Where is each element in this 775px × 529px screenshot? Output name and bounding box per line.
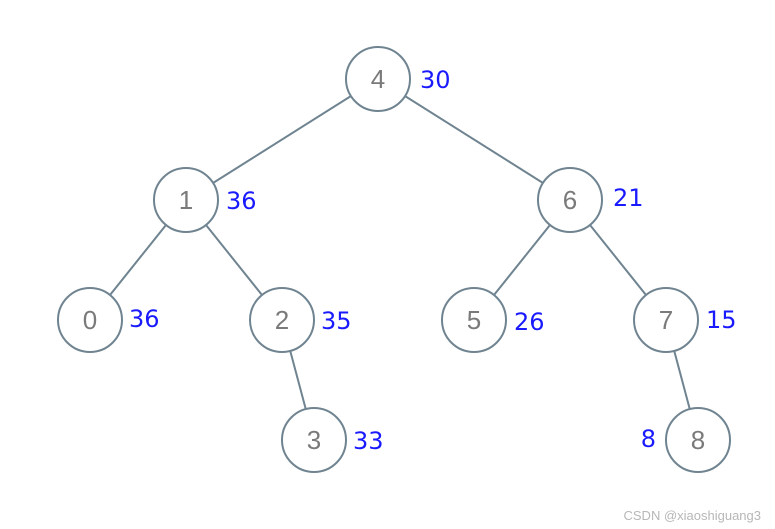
- tree-node-3: 3 33: [281, 407, 384, 473]
- tree-node-5: 5 26: [441, 287, 545, 353]
- node-circle: [633, 287, 699, 353]
- edge-4-1: [185, 78, 379, 201]
- node-circle: [153, 167, 219, 233]
- nodes-layer: 4 30 1 36 6 21 0 36 2 35: [57, 46, 737, 473]
- node-key: 0: [83, 305, 97, 335]
- tree-node-0: 0 36: [57, 287, 160, 353]
- tree-node-4: 4 30: [345, 46, 451, 112]
- node-value: 33: [353, 427, 384, 455]
- node-key: 8: [691, 425, 705, 455]
- node-circle: [665, 407, 731, 473]
- watermark: CSDN @xiaoshiguang3: [623, 508, 762, 523]
- node-value: 36: [129, 305, 160, 333]
- edge-4-6: [377, 78, 571, 201]
- node-value: 15: [706, 306, 737, 334]
- tree-node-1: 1 36: [153, 167, 257, 233]
- tree-node-8: 8 8: [641, 407, 731, 473]
- tree-node-7: 7 15: [633, 287, 737, 353]
- node-key: 5: [467, 305, 481, 335]
- tree-node-2: 2 35: [249, 287, 352, 353]
- node-circle: [345, 46, 411, 112]
- node-key: 1: [179, 185, 193, 215]
- edges-layer: [89, 78, 699, 441]
- node-value: 8: [641, 425, 656, 453]
- node-value: 26: [514, 308, 545, 336]
- tree-node-6: 6 21: [537, 167, 644, 233]
- node-circle: [57, 287, 123, 353]
- node-circle: [249, 287, 315, 353]
- node-key: 2: [275, 305, 289, 335]
- node-value: 35: [321, 307, 352, 335]
- node-circle: [441, 287, 507, 353]
- node-key: 7: [659, 305, 673, 335]
- node-key: 3: [307, 425, 321, 455]
- node-circle: [281, 407, 347, 473]
- node-value: 30: [420, 66, 451, 94]
- node-value: 36: [226, 187, 257, 215]
- node-key: 4: [371, 64, 385, 94]
- node-value: 21: [613, 184, 644, 212]
- node-key: 6: [563, 185, 577, 215]
- node-circle: [537, 167, 603, 233]
